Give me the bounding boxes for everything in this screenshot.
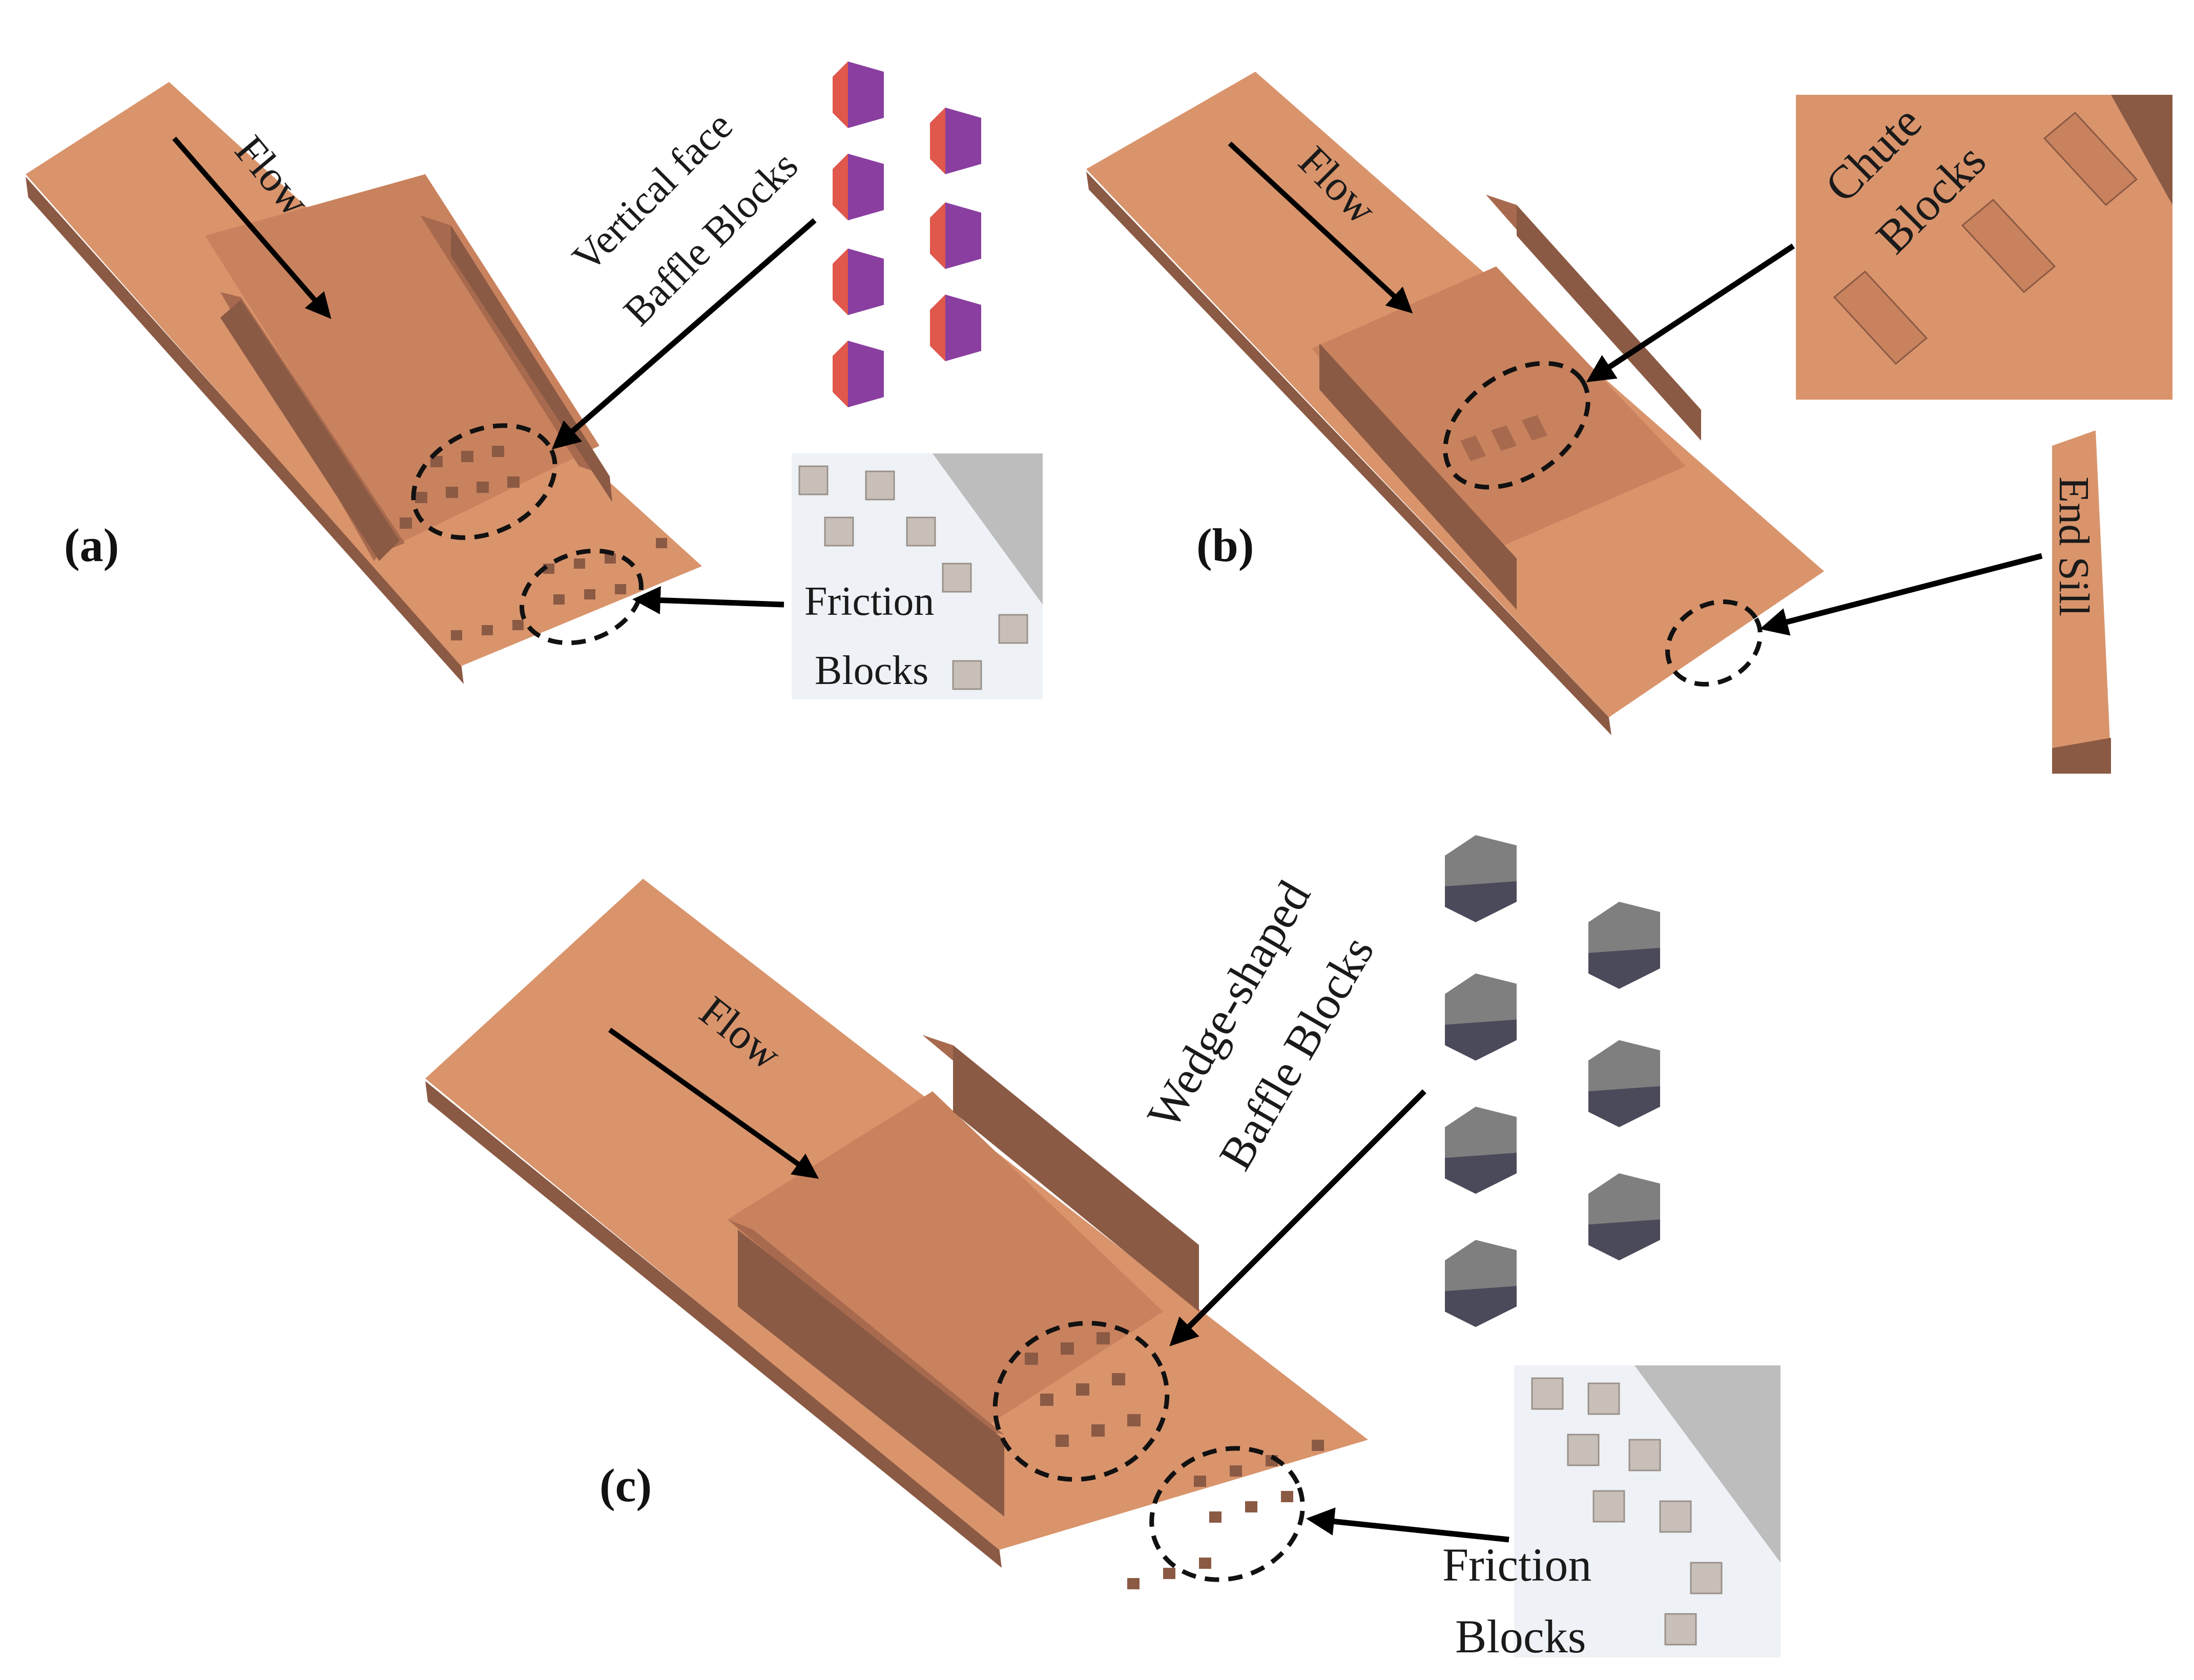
basin-c-slope: [728, 1091, 1163, 1435]
baffle-callout-arrow-a: [551, 218, 817, 450]
panel-label-a: (a): [64, 519, 119, 571]
panel-c: Flow Wedge-shaped Baffle Blocks: [425, 835, 1781, 1663]
baffle-block: [400, 517, 412, 529]
baffle-blocks-a: [400, 446, 520, 529]
baffle-block: [461, 451, 473, 462]
endsill-label-b: End Sill: [2050, 476, 2098, 616]
panel-b: Flow Chute Blocks End Sill (b): [1086, 72, 2172, 774]
vertical-baffle-block-icon: [930, 202, 981, 269]
basin-b-side: [1086, 172, 1611, 735]
friction-inset-c: [1514, 1365, 1781, 1657]
basin-c-left-wall-face: [738, 1230, 1004, 1517]
panel-label-b: (b): [1196, 519, 1254, 571]
friction-label-a-line2: Blocks: [815, 648, 928, 693]
wedge-baffle-block-icon: [1588, 902, 1660, 989]
wedge-baffle-block-icon: [1445, 973, 1517, 1061]
basin-c-left-wall: [728, 1219, 1004, 1435]
vertical-baffle-block-icon: [833, 341, 884, 407]
baffle-blocks-c: [1025, 1332, 1141, 1447]
friction-callout-arrow-c: [1306, 1507, 1509, 1543]
friction-inset-a: [792, 453, 1043, 699]
baffle-block: [446, 487, 458, 498]
chute-highlight-ellipse-b: [1443, 361, 1590, 490]
basin-b-right-wall-face: [1517, 205, 1701, 441]
basin-c-side: [425, 1081, 1002, 1568]
vertical-baffle-block-icon: [833, 248, 884, 315]
wedge-baffle-block-icon: [1445, 835, 1517, 922]
friction-blocks-a: [451, 538, 667, 640]
endsill-callout-arrow-b: [1760, 553, 2043, 636]
wedge-baffle-block-icon: [1588, 1173, 1660, 1260]
friction-callout-arrow-a: [632, 586, 784, 615]
baffle-block: [430, 456, 443, 467]
friction-label-c-line1: Friction: [1442, 1539, 1591, 1591]
vertical-baffle-block-samples: [833, 61, 981, 407]
endsill-inset-b: [2052, 430, 2111, 774]
endsill-highlight-ellipse-b: [1665, 599, 1763, 687]
baffle-callout-arrow-c: [1169, 1089, 1426, 1346]
baffle-block: [415, 492, 427, 503]
friction-blocks-c: [1127, 1440, 1324, 1589]
baffle-block: [477, 482, 489, 493]
friction-block: [553, 594, 565, 605]
basin-a-left-wall-face: [220, 300, 400, 561]
friction-block: [605, 553, 616, 564]
vertical-baffle-block-icon: [833, 61, 884, 128]
friction-block: [482, 625, 493, 635]
chute-callout-arrow-b: [1586, 243, 1795, 383]
panel-label-c: (c): [599, 1459, 652, 1511]
basin-model-c: [425, 879, 1368, 1568]
chute-blocks-inset-b: [1796, 95, 2172, 400]
vertical-baffle-block-icon: [930, 295, 981, 361]
flow-arrow-c: [608, 1027, 819, 1179]
vertical-baffle-block-icon: [930, 108, 981, 174]
basin-model-b: [1086, 72, 1824, 735]
friction-block: [656, 538, 667, 548]
flow-arrow-a: [172, 136, 332, 319]
wedge-baffle-block-icon: [1588, 1040, 1660, 1127]
panel-a: Flow Vertical face Baffle Blocks: [26, 61, 1043, 699]
wedge-baffle-block-icon: [1445, 1107, 1517, 1194]
basin-b-slope: [1312, 266, 1686, 553]
friction-highlight-ellipse-a: [520, 548, 644, 646]
baffle-block: [507, 476, 520, 488]
basin-a-side: [26, 177, 464, 684]
friction-block: [574, 558, 585, 569]
basin-b-left-wall-face: [1319, 343, 1517, 610]
baffle-highlight-ellipse-a: [411, 423, 557, 540]
basin-c-right-wall-face: [953, 1045, 1199, 1312]
wedge-baffle-block-icon: [1445, 1240, 1517, 1327]
chute-blocks-model-b: [1460, 415, 1547, 461]
friction-label-c-line2: Blocks: [1455, 1610, 1586, 1663]
baffle-block: [492, 446, 504, 457]
vertical-baffle-block-icon: [833, 154, 884, 220]
basin-model-a: [26, 82, 702, 684]
wedge-baffle-block-samples: [1445, 835, 1660, 1327]
friction-label-a-line1: Friction: [804, 579, 934, 624]
baffle-highlight-ellipse-c: [992, 1321, 1170, 1482]
friction-block: [584, 589, 595, 599]
friction-block: [615, 584, 626, 594]
friction-highlight-ellipse-c: [1149, 1446, 1305, 1582]
flow-arrow-b: [1228, 141, 1413, 314]
friction-block: [512, 620, 524, 630]
friction-block: [451, 630, 462, 640]
